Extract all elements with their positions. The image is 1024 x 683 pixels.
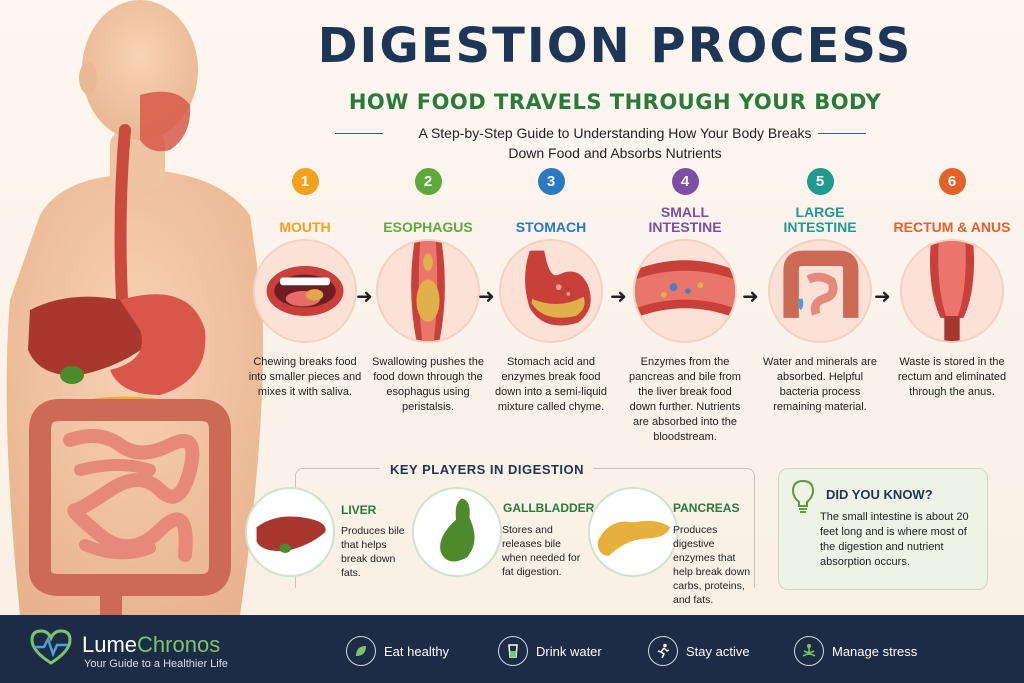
footer-item-eat-healthy[interactable]: Eat healthy bbox=[346, 636, 449, 666]
step-mouth: 1 MOUTH Chewing breaks food into smaller… bbox=[240, 168, 370, 400]
arrow-right-icon: ➜ bbox=[356, 286, 373, 308]
heart-logo-icon bbox=[30, 629, 72, 665]
step-number: 1 bbox=[291, 168, 319, 195]
did-you-know-title: DID YOU KNOW? bbox=[826, 487, 933, 502]
step-number: 5 bbox=[806, 168, 834, 195]
brand-name-part: Lume bbox=[82, 632, 138, 657]
step-number: 6 bbox=[938, 168, 966, 195]
pancreas-illustration bbox=[588, 487, 678, 577]
footer-item-manage-stress[interactable]: Manage stress bbox=[794, 636, 917, 666]
step-small-intestine: 4 SMALL INTESTINE Enzymes from the pancr… bbox=[620, 168, 750, 445]
step-title: LARGE INTESTINE bbox=[783, 204, 857, 235]
did-you-know-text: The small intestine is about 20 feet lon… bbox=[820, 511, 969, 568]
gallbladder-illustration bbox=[412, 487, 502, 577]
step-large-intestine: 5 LARGE INTESTINE Water and minerals are… bbox=[755, 168, 885, 415]
key-player-name: GALLBLADDER bbox=[503, 501, 595, 515]
key-player-description: Produces digestive enzymes that help bre… bbox=[673, 524, 751, 606]
brand-tagline: Your Guide to a Healthier Life bbox=[84, 658, 228, 670]
lightbulb-icon bbox=[791, 479, 815, 513]
key-player-name: PANCREAS bbox=[673, 501, 740, 515]
stomach-illustration bbox=[499, 239, 603, 343]
step-title: SMALL INTESTINE bbox=[648, 204, 722, 235]
step-description: Waste is stored in the rectum and elimin… bbox=[897, 356, 1007, 398]
runner-icon bbox=[648, 636, 678, 666]
brand-name-accent: Chronos bbox=[137, 632, 221, 657]
mouth-illustration bbox=[253, 239, 357, 343]
step-title: MOUTH bbox=[279, 219, 331, 235]
footer-item-label: Eat healthy bbox=[384, 643, 450, 659]
arrow-right-icon: ➜ bbox=[874, 286, 891, 308]
footer-item-drink-water[interactable]: Drink water bbox=[498, 636, 602, 666]
page-title: DIGESTION PROCESS bbox=[317, 18, 913, 74]
leaf-icon bbox=[346, 636, 376, 666]
esophagus-illustration bbox=[376, 239, 480, 343]
key-player-description: Stores and releases bile when needed for… bbox=[502, 524, 581, 578]
human-body-illustration bbox=[6, 0, 264, 615]
liver-illustration bbox=[245, 487, 335, 577]
footer-item-label: Drink water bbox=[536, 643, 602, 659]
key-players-title: KEY PLAYERS IN DIGESTION bbox=[380, 462, 595, 477]
glass-icon bbox=[498, 636, 528, 666]
small-intestine-illustration bbox=[633, 239, 737, 343]
step-title: ESOPHAGUS bbox=[383, 219, 473, 235]
step-rectum-anus: 6 RECTUM & ANUS Waste is stored in the r… bbox=[884, 168, 1020, 400]
step-title: RECTUM & ANUS bbox=[893, 219, 1011, 235]
arrow-right-icon: ➜ bbox=[610, 286, 627, 308]
tagline-rule-left bbox=[335, 133, 383, 134]
footer-item-stay-active[interactable]: Stay active bbox=[648, 636, 750, 666]
step-description: Enzymes from the pancreas and bile from … bbox=[629, 356, 741, 443]
page-tagline: A Step-by-Step Guide to Understanding Ho… bbox=[418, 125, 812, 161]
meditation-icon bbox=[794, 636, 824, 666]
step-stomach: 3 STOMACH Stomach acid and enzymes break… bbox=[486, 168, 616, 415]
step-number: 3 bbox=[537, 168, 565, 195]
arrow-right-icon: ➜ bbox=[478, 286, 495, 308]
arrow-right-icon: ➜ bbox=[742, 286, 759, 308]
footer-item-label: Manage stress bbox=[832, 643, 918, 659]
tagline-rule-right bbox=[818, 133, 866, 134]
key-player-name: LIVER bbox=[341, 503, 377, 517]
step-esophagus: 2 ESOPHAGUS Swallowing pushes the food d… bbox=[363, 168, 493, 415]
large-intestine-illustration bbox=[768, 239, 872, 343]
brand-name[interactable]: LumeChronos bbox=[82, 632, 220, 658]
step-description: Swallowing pushes the food down through … bbox=[372, 356, 484, 413]
step-description: Stomach acid and enzymes break food down… bbox=[495, 356, 607, 413]
step-title: STOMACH bbox=[515, 219, 587, 235]
step-description: Water and minerals are absorbed. Helpful… bbox=[763, 356, 877, 413]
step-number: 4 bbox=[671, 168, 699, 195]
step-description: Chewing breaks food into smaller pieces … bbox=[248, 356, 362, 398]
step-number: 2 bbox=[414, 168, 442, 195]
key-player-description: Produces bile that helps break down fats… bbox=[341, 525, 405, 579]
page-subtitle: HOW FOOD TRAVELS THROUGH YOUR BODY bbox=[348, 90, 882, 114]
footer-item-label: Stay active bbox=[686, 643, 750, 659]
rectum-illustration bbox=[900, 239, 1004, 343]
